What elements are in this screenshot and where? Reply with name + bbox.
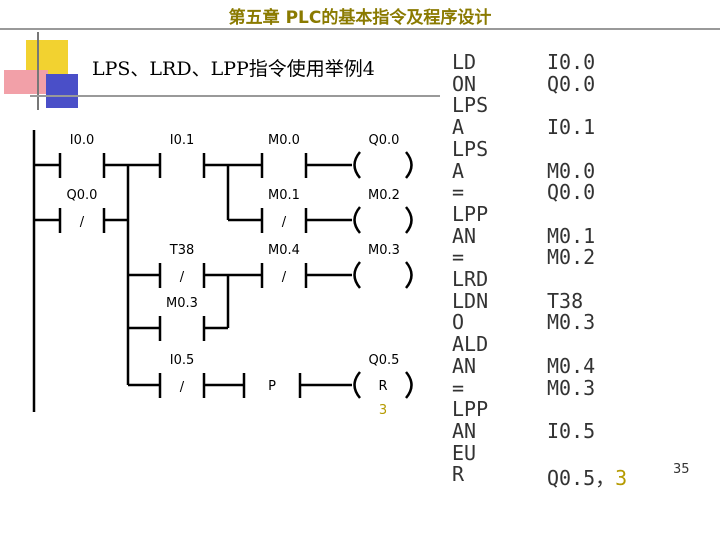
label-m02: M0.2 xyxy=(368,188,400,203)
nc-slash-i05: / xyxy=(180,380,185,395)
operand-text: M0.4 xyxy=(547,353,596,378)
header-divider xyxy=(0,28,720,30)
chapter-title: 第五章 PLC的基本指令及程序设计 xyxy=(228,8,492,28)
nc-slash-q00b: / xyxy=(80,215,85,230)
label-q00b: Q0.0 xyxy=(67,188,98,203)
operand-text: M0.1 xyxy=(547,223,596,248)
instruction-op: ON xyxy=(452,71,477,96)
operand-text: M0.2 xyxy=(547,245,596,270)
label-q00: Q0.0 xyxy=(369,133,400,148)
instruction-op: ALD xyxy=(452,332,489,357)
slide-title: LPS、LRD、LPP指令使用举例4 xyxy=(92,58,375,80)
instruction-op: LPS xyxy=(452,136,489,161)
operand-text: M0.3 xyxy=(547,310,596,335)
instruction-op: = xyxy=(452,245,465,270)
label-m04: M0.4 xyxy=(268,243,300,258)
instruction-op: LRD xyxy=(452,267,489,291)
instruction-operand: M0.0 xyxy=(547,159,595,183)
title-divider xyxy=(30,95,440,97)
decor-square-blue xyxy=(46,74,78,108)
coil-m02-left xyxy=(353,206,361,234)
coil-m03-right xyxy=(405,261,413,289)
instruction-op: A xyxy=(452,158,465,183)
instruction-op: LPP xyxy=(452,397,489,422)
operand-text: M0.3 xyxy=(547,375,596,400)
nc-slash-m01: / xyxy=(282,215,287,230)
instruction-operand: I0.0 xyxy=(547,50,595,74)
label-i01: I0.1 xyxy=(170,133,195,148)
instruction-operand: M0.1 xyxy=(547,224,595,248)
instruction-op: LDN xyxy=(452,288,489,313)
nc-slash-t38: / xyxy=(180,270,185,285)
label-i00: I0.0 xyxy=(70,133,95,148)
instruction-op: EU xyxy=(452,440,477,465)
page-number: 35 xyxy=(673,462,690,477)
coil-q00-left xyxy=(353,151,361,179)
operand-text: I0.1 xyxy=(547,115,596,140)
label-m03b: M0.3 xyxy=(166,296,198,311)
instruction-operand: M0.3 xyxy=(547,376,595,400)
instruction-op: LPP xyxy=(452,201,489,226)
coil-q00-right xyxy=(405,151,413,179)
operand-text: T38 xyxy=(547,288,584,313)
instruction-op: A xyxy=(452,115,465,140)
decor-line-vertical xyxy=(37,32,39,110)
instruction-operand: T38 xyxy=(547,289,583,313)
instruction-operand: Q0.0 xyxy=(547,72,595,96)
operand-extra: 3 xyxy=(615,466,628,491)
label-q05: Q0.5 xyxy=(369,353,400,368)
instruction-op: AN xyxy=(452,353,477,378)
decor-square-pink xyxy=(4,70,48,94)
coil-q05-left xyxy=(353,371,361,399)
instruction-op: R xyxy=(452,462,465,487)
label-m01: M0.1 xyxy=(268,188,300,203)
nc-slash-m04: / xyxy=(282,270,287,285)
instruction-operand: I0.1 xyxy=(547,115,595,139)
label-p: P xyxy=(268,379,276,394)
ladder-wires xyxy=(32,130,413,412)
label-i05: I0.5 xyxy=(170,353,195,368)
instruction-op: LD xyxy=(452,50,477,74)
instruction-operand: M0.2 xyxy=(547,245,595,269)
operand-text: I0.0 xyxy=(547,50,596,74)
instruction-operand: I0.5 xyxy=(547,419,595,443)
label-t38: T38 xyxy=(169,243,194,258)
instruction-op: = xyxy=(452,375,465,400)
label-m03: M0.3 xyxy=(368,243,400,258)
operand-text: I0.5 xyxy=(547,418,596,443)
coil-q05-right xyxy=(405,371,413,399)
instruction-op: LPS xyxy=(452,93,489,118)
operand-text: Q0.0 xyxy=(547,180,596,205)
instruction-op: = xyxy=(452,180,465,205)
instruction-op: AN xyxy=(452,418,477,443)
coil-r-label: R xyxy=(378,379,387,394)
instruction-operand: M0.4 xyxy=(547,354,595,378)
instruction-operand: M0.3 xyxy=(547,310,595,334)
operand-text: M0.0 xyxy=(547,158,596,183)
label-m00: M0.0 xyxy=(268,133,300,148)
header-bar: 第五章 PLC的基本指令及程序设计 xyxy=(0,0,720,30)
instruction-op: O xyxy=(452,310,465,335)
coil-count-label: 3 xyxy=(379,403,387,418)
instruction-op: AN xyxy=(452,223,477,248)
coil-m03-left xyxy=(353,261,361,289)
coil-m02-right xyxy=(405,206,413,234)
instruction-operand: Q0.5，3 xyxy=(547,462,627,491)
operand-text: Q0.0 xyxy=(547,71,596,96)
operand-text: Q0.5， xyxy=(547,466,616,491)
instruction-operand: Q0.0 xyxy=(547,180,595,204)
